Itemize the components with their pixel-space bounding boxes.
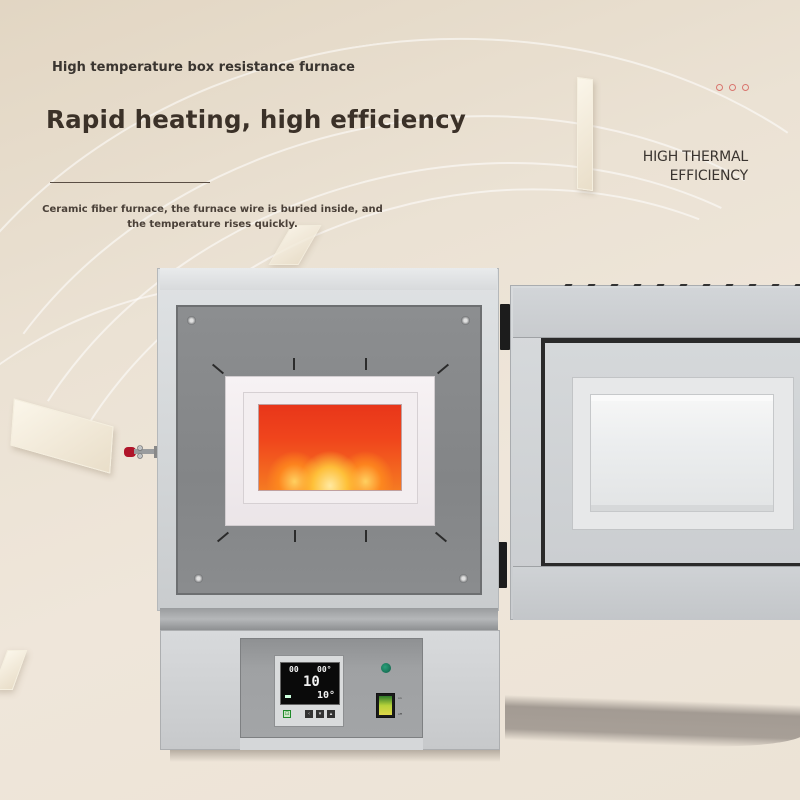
door-bottom-band [513, 566, 800, 620]
slot [365, 358, 367, 370]
switch-on-label: on [398, 696, 402, 700]
door-latch-icon [124, 445, 157, 459]
slot [365, 530, 367, 542]
battery-icon [285, 695, 291, 698]
description: Ceramic fiber furnace, the furnace wire … [42, 204, 383, 230]
vent-slot [771, 284, 780, 286]
set-button[interactable]: ⊡ [283, 710, 291, 718]
screw-icon [459, 574, 468, 583]
display-main-value: 10 [303, 674, 320, 690]
vent-slot [794, 284, 800, 286]
hinge-bottom [497, 542, 507, 588]
ceramic-tile-top-right [577, 76, 593, 192]
vent-slot [633, 284, 642, 286]
vent-slot [725, 284, 734, 286]
slot [294, 530, 296, 542]
feature-line-1: HIGH THERMAL [642, 149, 748, 165]
dot-icon [729, 84, 736, 91]
divider [50, 182, 210, 183]
base-lip [240, 738, 423, 750]
pagination-dots [716, 84, 749, 91]
furnace-top [160, 268, 497, 290]
feature-label: HIGH THERMAL EFFICIENCY [643, 148, 748, 186]
dot-icon [742, 84, 749, 91]
display-bottom-right: 10° [317, 690, 336, 701]
door-top-band [513, 288, 800, 338]
up-button[interactable]: ▴ [327, 710, 335, 718]
down-button[interactable]: ▾ [316, 710, 324, 718]
feature-line-2: EFFICIENCY [669, 168, 749, 184]
shift-button[interactable]: ‹ [305, 710, 313, 718]
display-top-right: 00° [317, 665, 332, 674]
power-switch[interactable] [376, 693, 395, 718]
vent-slot [679, 284, 688, 286]
vent-slot [702, 284, 711, 286]
dot-icon [716, 84, 723, 91]
screw-icon [187, 316, 196, 325]
switch-off-label: off [398, 712, 402, 716]
base-shadow [170, 750, 500, 762]
product-subtitle: High temperature box resistance furnace [52, 60, 355, 75]
display-top-left: 00 [289, 665, 299, 674]
screw-icon [194, 574, 203, 583]
slot [293, 358, 295, 370]
indicator-light-icon [381, 663, 391, 673]
hinge-top [500, 304, 510, 350]
vent-slot [587, 284, 596, 286]
vent-slot [564, 284, 573, 286]
vent-slot [610, 284, 619, 286]
heating-chamber-flames [258, 404, 402, 491]
base-rail [160, 608, 498, 630]
vent-slot [748, 284, 757, 286]
screw-icon [461, 316, 470, 325]
power-rocker [379, 696, 392, 715]
controller-display: 00 00° 10 10° [280, 662, 340, 705]
vent-slot [656, 284, 665, 286]
headline: Rapid heating, high efficiency [46, 105, 467, 134]
door-ceramic-raised [590, 394, 774, 512]
